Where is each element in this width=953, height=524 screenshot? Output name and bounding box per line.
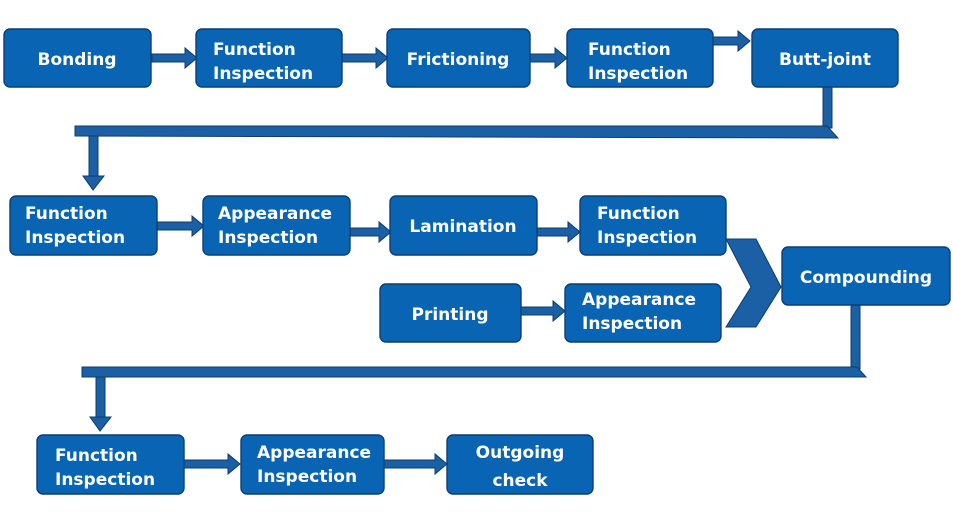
box-appearance-inspection-row2-line1: Appearance — [218, 204, 332, 224]
arrow-function-inspection-to-frictioning — [341, 46, 389, 70]
box-frictioning-label: Frictioning — [407, 50, 510, 70]
box-appearance-inspection-row4: Appearance Inspection — [240, 434, 385, 495]
connector-butt-joint-down — [822, 86, 833, 129]
box-compounding-label: Compounding — [800, 268, 932, 288]
box-printing-label: Printing — [412, 305, 489, 325]
box-appearance-inspection-row4-line1: Appearance — [257, 443, 371, 463]
box-butt-joint-label: Butt-joint — [779, 50, 871, 70]
box-function-inspection-2-line2: Inspection — [588, 64, 688, 84]
box-function-inspection-row2-b-line1: Function — [597, 204, 680, 224]
box-frictioning: Frictioning — [386, 28, 531, 88]
box-bonding-label: Bonding — [37, 50, 116, 70]
box-function-inspection-1-line2: Inspection — [213, 64, 313, 84]
box-lamination: Lamination — [389, 195, 538, 256]
box-function-inspection-2-line1: Function — [588, 40, 671, 60]
connector-return-line-1 — [74, 125, 840, 139]
box-butt-joint: Butt-joint — [751, 28, 899, 88]
connector-down-to-row2-stem — [88, 135, 99, 177]
connector-down-to-row4-stem — [95, 376, 106, 418]
arrow-function-inspection-to-butt-joint — [712, 29, 751, 53]
box-appearance-inspection-row4-line2: Inspection — [257, 467, 357, 487]
arrow-function-inspection-to-appearance-inspection-row4 — [183, 452, 241, 476]
box-appearance-inspection-row2-line2: Inspection — [218, 228, 318, 248]
box-function-inspection-row2: Function Inspection — [9, 195, 158, 256]
arrow-appearance-inspection-to-outgoing-check — [383, 452, 448, 476]
box-compounding: Compounding — [781, 246, 951, 306]
arrow-down-to-row4 — [89, 416, 113, 432]
box-outgoing-check: Outgoing check — [446, 434, 594, 495]
box-outgoing-check-line2: check — [492, 471, 548, 491]
box-appearance-inspection-row3-line2: Inspection — [582, 314, 682, 334]
arrow-bonding-to-function-inspection — [151, 46, 198, 70]
arrow-frictioning-to-function-inspection — [529, 46, 568, 70]
box-function-inspection-row4-line1: Function — [55, 446, 138, 466]
box-appearance-inspection-row3: Appearance Inspection — [564, 283, 722, 343]
arrow-appearance-inspection-to-lamination — [349, 220, 392, 244]
box-function-inspection-row4: Function Inspection — [36, 434, 185, 495]
box-function-inspection-1-line1: Function — [213, 40, 296, 60]
box-appearance-inspection-row3-line1: Appearance — [582, 290, 696, 310]
connector-compounding-down — [850, 304, 861, 370]
box-printing: Printing — [379, 283, 522, 343]
box-function-inspection-row4-line2: Inspection — [55, 470, 155, 490]
arrow-down-to-row2 — [82, 175, 106, 191]
box-outgoing-check-line1: Outgoing — [476, 443, 565, 463]
arrow-printing-to-appearance-inspection — [520, 299, 566, 323]
box-bonding: Bonding — [3, 28, 152, 88]
box-function-inspection-2: Function Inspection — [566, 28, 714, 88]
box-function-inspection-row2-line2: Inspection — [25, 228, 125, 248]
chevron-merge-to-compounding — [725, 238, 782, 328]
box-function-inspection-row2-b: Function Inspection — [579, 195, 727, 256]
arrow-lamination-to-function-inspection — [536, 220, 581, 244]
arrow-function-inspection-to-appearance-inspection — [156, 214, 205, 238]
box-lamination-label: Lamination — [409, 217, 516, 237]
connector-return-line-2 — [81, 366, 868, 378]
box-appearance-inspection-row2: Appearance Inspection — [202, 195, 351, 256]
box-function-inspection-row2-line1: Function — [25, 204, 108, 224]
box-function-inspection-1: Function Inspection — [195, 28, 343, 88]
box-function-inspection-row2-b-line2: Inspection — [597, 228, 697, 248]
